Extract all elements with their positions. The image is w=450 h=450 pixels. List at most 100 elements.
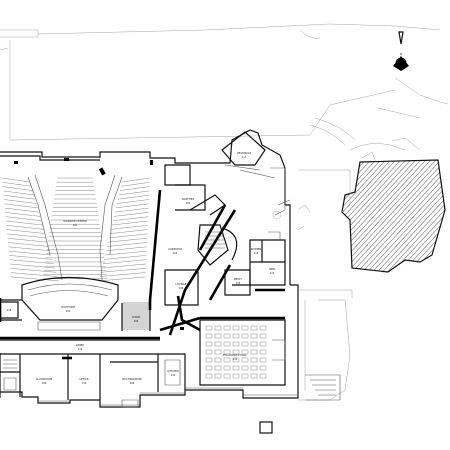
- site-boundary: [0, 23, 449, 151]
- room-number-narthex: 104: [186, 202, 191, 205]
- table-mark: [241, 325, 249, 331]
- table-mark: [241, 333, 249, 339]
- table-mark: [232, 373, 240, 379]
- table-mark: [259, 365, 267, 371]
- room-label-platform: PLATFORM: [61, 305, 75, 309]
- table-mark: [205, 357, 213, 363]
- seat-row: [4, 207, 39, 213]
- site-edges-right: [272, 169, 353, 401]
- room-number-classroom: 109: [42, 382, 47, 385]
- table-mark: [250, 373, 258, 379]
- lower-wing: CLASSROOM 109 OFFICE 110 MULTIPURPOSE 10…: [0, 336, 186, 408]
- seat-row: [113, 212, 149, 217]
- room-label-lobby: LOBBY: [76, 343, 85, 347]
- room-number-choir: 103: [134, 320, 139, 323]
- seat-row: [117, 194, 150, 200]
- hatch-line: [342, 160, 396, 272]
- table-mark: [205, 333, 213, 339]
- room-number-corridor: 105: [173, 252, 178, 255]
- table-mark: [241, 365, 249, 371]
- room-label-lounge: LOUNGE: [176, 282, 187, 286]
- hatch-line: [342, 160, 445, 272]
- seat-row: [115, 203, 149, 209]
- room-number-worship: 101: [73, 224, 78, 227]
- table-mark: [205, 373, 213, 379]
- seat-row: [8, 250, 52, 256]
- seating-block-left: [1, 177, 59, 282]
- table-mark: [214, 349, 222, 355]
- seat-row: [107, 237, 148, 243]
- narthex-rooms: NARTHEX 104 CORRIDOR 105 LOUNGE 106: [164, 164, 238, 306]
- table-mark: [214, 357, 222, 363]
- entry-canopy: VESTIBULE 117: [221, 131, 286, 216]
- table-mark: [223, 325, 231, 331]
- table-mark: [223, 349, 231, 355]
- table-mark: [214, 325, 222, 331]
- hatch-line: [342, 160, 356, 272]
- seat-row: [114, 207, 149, 213]
- table-mark: [223, 365, 231, 371]
- detached-box: [259, 421, 273, 434]
- room-number-men: 113: [270, 272, 275, 275]
- seating-block-right: [98, 177, 151, 282]
- seat-row: [2, 182, 32, 187]
- table-mark: [232, 357, 240, 363]
- table-mark: [241, 341, 249, 347]
- table-mark: [250, 341, 258, 347]
- room-label-fellowship: FELLOWSHIP HALL: [223, 353, 247, 357]
- seat-row: [3, 190, 34, 196]
- service-rooms: MEN 113 WOMEN 114 MECH. 115: [224, 231, 286, 296]
- hatch-line: [374, 160, 445, 272]
- table-mark: [205, 341, 213, 347]
- room-number-office: 110: [82, 382, 87, 385]
- table-mark: [214, 333, 222, 339]
- seat-row: [119, 186, 150, 191]
- stage-side-rooms: 118: [0, 301, 19, 319]
- hatch-line: [384, 160, 445, 272]
- table-mark: [205, 325, 213, 331]
- table-mark: [232, 333, 240, 339]
- seat-row: [105, 246, 147, 252]
- hatch-line: [342, 160, 426, 272]
- table-mark: [205, 365, 213, 371]
- seat-row: [9, 263, 56, 269]
- seat-row: [11, 276, 59, 282]
- table-mark: [241, 357, 249, 363]
- room-label-narthex: NARTHEX: [182, 197, 195, 201]
- seat-row: [3, 199, 37, 204]
- room-number-lobby: 116: [78, 348, 83, 351]
- hatch-line: [424, 160, 445, 272]
- seat-row: [5, 220, 43, 226]
- hatch-line: [379, 160, 445, 272]
- seat-row: [2, 186, 33, 191]
- table-mark: [259, 349, 267, 355]
- hatch-line: [342, 160, 436, 272]
- seat-row: [4, 203, 38, 209]
- table-mark: [259, 325, 267, 331]
- hatch-line: [342, 160, 411, 272]
- table-mark: [259, 373, 267, 379]
- seat-row: [101, 263, 147, 269]
- seat-row: [7, 237, 48, 243]
- hatch-line: [389, 160, 445, 272]
- window-marks: [14, 158, 184, 330]
- table-mark: [223, 357, 231, 363]
- hatch-line: [359, 160, 445, 272]
- seat-row: [5, 216, 42, 221]
- room-label-multipurpose: MULTIPURPOSE: [122, 377, 142, 381]
- seat-row: [6, 225, 44, 230]
- seat-row: [100, 268, 146, 273]
- seat-row: [10, 268, 57, 273]
- table-mark: [241, 349, 249, 355]
- room-label-kitchen: KITCHEN: [167, 369, 178, 373]
- room-number-mech: 115: [236, 282, 241, 285]
- aisles: [27, 174, 123, 281]
- seat-row: [98, 276, 146, 282]
- hatch-line: [342, 160, 401, 272]
- seat-row: [9, 255, 53, 260]
- hatch-line: [342, 160, 445, 272]
- table-mark: [214, 365, 222, 371]
- seat-row: [8, 246, 51, 252]
- room-label-men: MEN: [269, 267, 275, 271]
